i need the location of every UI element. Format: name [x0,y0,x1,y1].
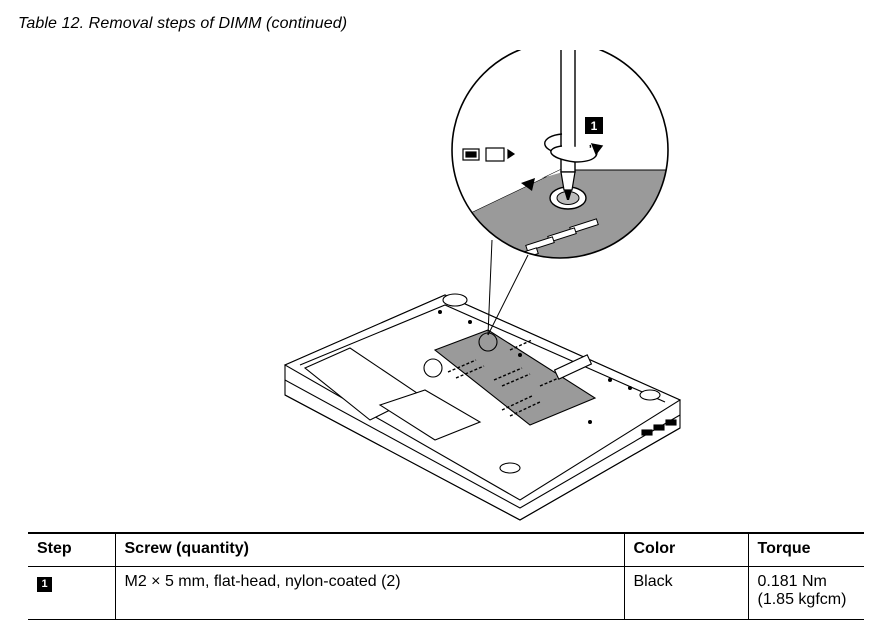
screw-location-marker [423,358,443,378]
rotation-arrow-icon [544,133,604,163]
table-header-row: Step Screw (quantity) Color Torque [28,533,864,567]
table-row: 1 M2 × 5 mm, flat-head, nylon-coated (2)… [28,566,864,620]
step-1-badge: 1 [37,577,52,592]
dimm-icon [462,147,516,162]
screwdriver-icon [560,50,576,200]
torque-value-kgfcm: (1.85 kgfcm) [757,591,847,608]
laptop-base-illustration [283,293,682,521]
magnified-screw-view: 1 [451,50,669,259]
pointer-arrow-icon [521,178,535,191]
header-torque: Torque [747,533,864,567]
table-caption: Table 12. Removal steps of DIMM (continu… [18,15,348,32]
dimm-cover-plate [433,329,597,426]
callout-1-badge [585,117,603,134]
header-screw: Screw (quantity) [114,533,624,567]
cell-torque: 0.181 Nm (1.85 kgfcm) [747,566,864,620]
dimm-removal-figure: 1 [270,50,690,530]
cell-step: 1 [28,567,115,620]
removal-steps-table: Step Screw (quantity) Color Torque 1 M2 … [28,532,864,620]
cell-screw: M2 × 5 mm, flat-head, nylon-coated (2) [114,566,624,620]
callout-1-label: 1 [591,119,598,133]
header-color: Color [623,533,748,567]
header-step: Step [37,540,72,557]
torque-value-nm: 0.181 Nm [757,573,827,590]
cell-color: Black [623,566,748,620]
